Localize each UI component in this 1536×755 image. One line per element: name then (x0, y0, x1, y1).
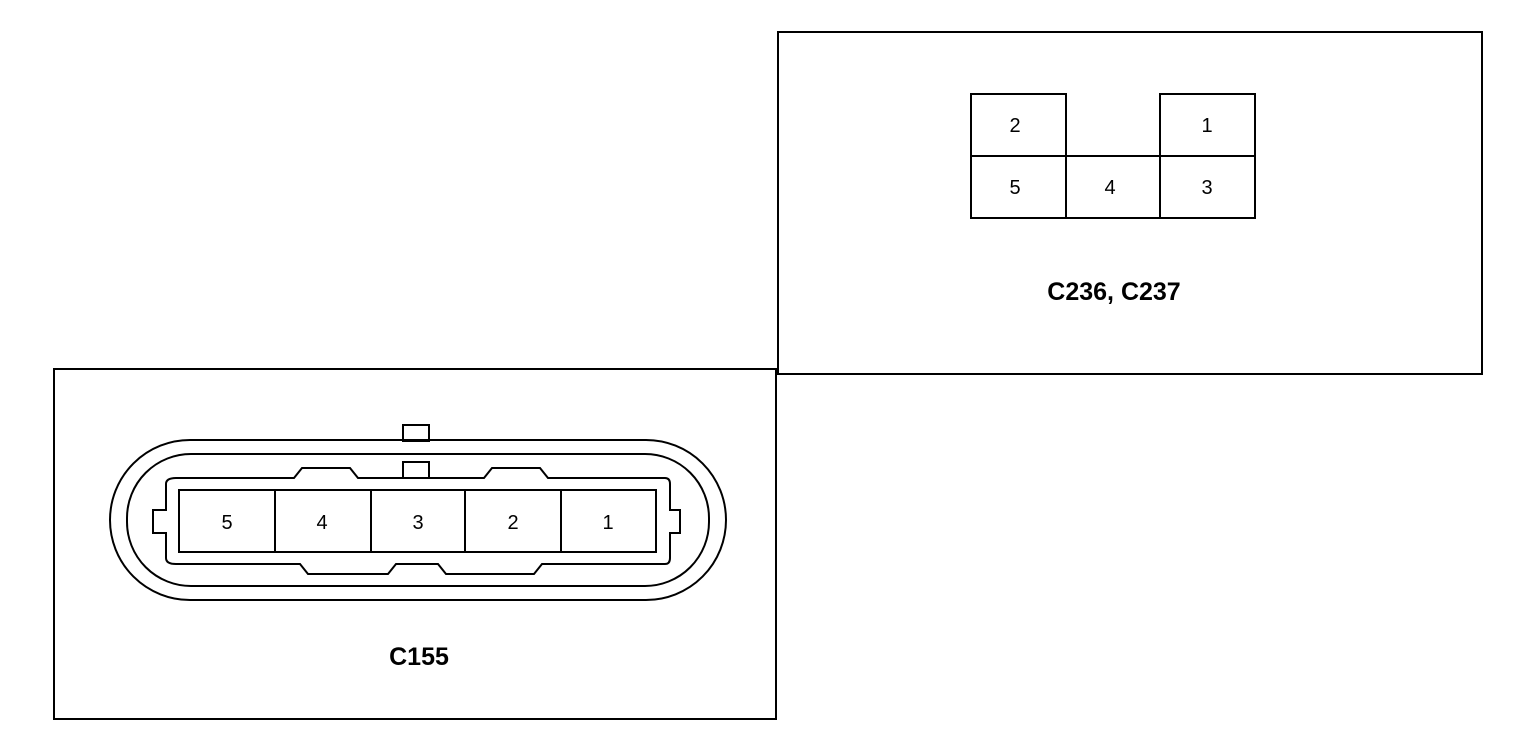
panel-c236-frame (777, 31, 1483, 375)
c155-cavity-outline (152, 467, 681, 575)
c155-pin-label-4: 4 (316, 512, 327, 534)
c155-housing-outer (109, 439, 727, 601)
c155-housing-inner (126, 453, 710, 587)
c155-lock-tab-outer (402, 424, 430, 442)
c236-pin-label-5: 5 (1009, 177, 1020, 199)
panel-c155-frame (53, 368, 777, 720)
c236-pin-label-1: 1 (1201, 115, 1212, 137)
c155-lock-tab-inner (402, 461, 430, 479)
c236-pin-label-2: 2 (1009, 115, 1020, 137)
c155-pin-label-1: 1 (602, 512, 613, 534)
c155-connector-caption: C155 (389, 643, 449, 671)
c236-pin-label-4: 4 (1104, 177, 1115, 199)
c155-pin-label-5: 5 (221, 512, 232, 534)
c155-pin-label-3: 3 (412, 512, 423, 534)
c236-connector-caption: C236, C237 (1047, 278, 1180, 306)
c236-pin-cell-3 (1159, 155, 1256, 219)
panel-c155: 5 4 3 2 1 C155 (53, 368, 777, 720)
c155-pin-cell-1 (560, 489, 657, 553)
panel-c236-c237: 2 1 5 4 3 C236, C237 (777, 31, 1483, 375)
c155-pin-label-2: 2 (507, 512, 518, 534)
c236-pin-label-3: 3 (1201, 177, 1212, 199)
